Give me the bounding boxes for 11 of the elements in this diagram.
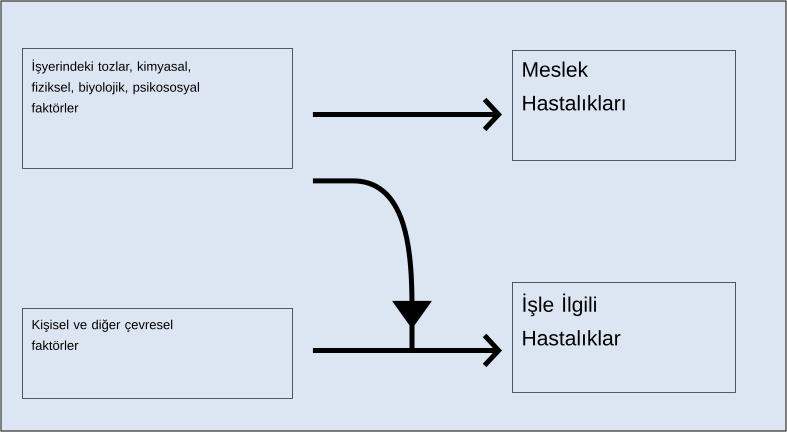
node-label: İşyerindeki tozlar, kimyasal, fiziksel, biyolojik, psikososyal faktörler bbox=[32, 60, 199, 113]
factor-box bbox=[512, 50, 736, 161]
node-label: Meslek Hastalıkları bbox=[523, 62, 625, 111]
node-label: Kişisel ve diğer çevresel faktörler bbox=[32, 320, 172, 350]
factor-box bbox=[22, 48, 293, 169]
arrow bbox=[410, 334, 502, 368]
node-label: İşle İlgili Hastalıklar bbox=[523, 294, 620, 346]
factor-box bbox=[512, 282, 736, 393]
arrow bbox=[312, 178, 432, 350]
factor-box bbox=[22, 308, 293, 399]
arrow bbox=[312, 98, 502, 132]
